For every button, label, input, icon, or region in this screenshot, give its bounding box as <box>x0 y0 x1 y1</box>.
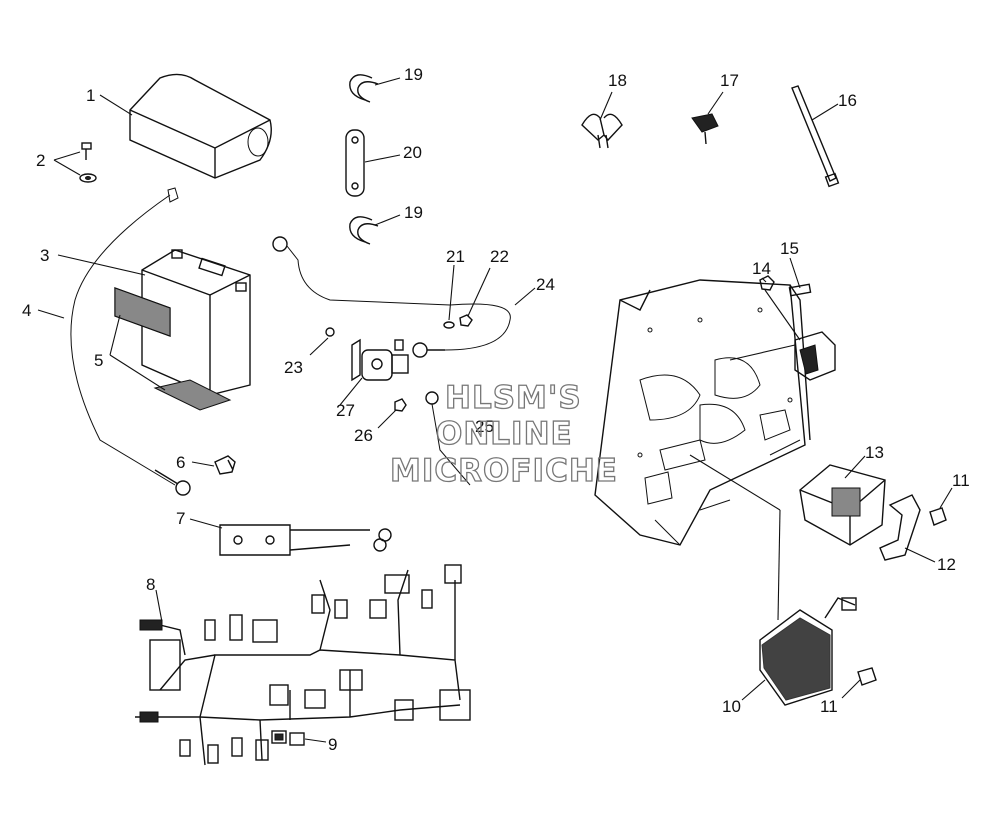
part-ground-cable <box>70 187 191 496</box>
callout-8: 8 <box>146 575 155 594</box>
part-screw-11a <box>929 507 947 526</box>
part-fastener-18 <box>581 113 623 149</box>
part-screw-23 <box>325 327 335 337</box>
callout-6: 6 <box>176 453 185 472</box>
callout-7: 7 <box>176 509 185 528</box>
part-wiring-harness <box>135 564 471 766</box>
callout-14: 14 <box>752 259 771 278</box>
callout-17: 17 <box>720 71 739 90</box>
leader-22 <box>467 267 491 317</box>
callout-12: 12 <box>937 555 956 574</box>
leader-23 <box>309 337 329 356</box>
leader-1 <box>99 94 133 116</box>
part-washer-21 <box>443 321 455 329</box>
callout-24: 24 <box>536 275 555 294</box>
callout-16: 16 <box>838 91 857 110</box>
part-battery-cable-set <box>219 524 392 556</box>
part-battery-labels <box>114 287 232 411</box>
leader-14 <box>761 277 767 283</box>
leader-17 <box>707 91 724 115</box>
part-relay <box>729 289 836 381</box>
leader-26 <box>377 409 397 429</box>
leader-20 <box>364 154 401 163</box>
leader-18 <box>599 91 613 121</box>
leader-21 <box>448 264 455 321</box>
leader-11b <box>841 679 861 699</box>
callout-19b: 19 <box>404 203 423 222</box>
part-nut-22 <box>459 314 473 327</box>
callout-3: 3 <box>40 246 49 265</box>
watermark-line-1: HLSM'S <box>445 380 582 416</box>
part-screw-11b <box>857 667 877 686</box>
part-cable-25 <box>425 391 471 486</box>
callout-10: 10 <box>722 697 741 716</box>
leader-3 <box>57 254 146 276</box>
part-cdi-box <box>799 464 886 546</box>
callout-11b: 11 <box>820 697 838 716</box>
part-fastener-17 <box>691 113 719 145</box>
watermark-line-3: MICROFICHE <box>390 453 618 489</box>
part-bracket-12 <box>879 494 921 561</box>
callout-22: 22 <box>490 247 509 266</box>
part-bolt-6 <box>214 455 236 475</box>
watermark-line-2: ONLINE <box>436 416 573 452</box>
leader-19b <box>374 214 401 226</box>
part-nut-14 <box>759 275 775 291</box>
leader-24 <box>514 287 536 306</box>
part-clip-19-top <box>349 74 379 103</box>
part-connector-9 <box>271 730 305 746</box>
callout-23: 23 <box>284 358 303 377</box>
callout-21: 21 <box>446 247 465 266</box>
callout-4: 4 <box>22 301 31 320</box>
leader-19a <box>374 77 401 86</box>
leader-12 <box>904 547 936 563</box>
part-voltage-regulator <box>759 597 857 706</box>
callout-20: 20 <box>403 143 422 162</box>
part-solenoid <box>351 338 409 382</box>
callout-26: 26 <box>354 426 373 445</box>
callout-2: 2 <box>36 151 45 170</box>
part-cable-tie <box>791 85 840 188</box>
part-screw-washer <box>79 142 97 183</box>
leader-5b <box>109 354 166 391</box>
callout-27: 27 <box>336 401 355 420</box>
callout-13: 13 <box>865 443 884 462</box>
leader-15 <box>789 257 801 289</box>
leader-11a <box>939 487 953 509</box>
part-nut-26 <box>394 398 407 412</box>
leader-16 <box>811 103 839 121</box>
callout-5: 5 <box>94 351 103 370</box>
part-mounting-plate <box>594 279 811 546</box>
watermark: HLSM'S ONLINE MICROFICHE <box>389 379 618 489</box>
leader-8 <box>155 589 163 623</box>
callout-25: 25 <box>475 417 494 436</box>
callout-1: 1 <box>86 86 95 105</box>
leader-2b <box>53 159 81 176</box>
part-clip-19-bottom <box>349 216 379 245</box>
callout-9: 9 <box>328 735 337 754</box>
part-battery-cover <box>129 73 272 179</box>
leader-5a <box>109 314 121 356</box>
leader-9 <box>304 738 327 743</box>
leader-2a <box>53 151 81 161</box>
part-link-20 <box>345 129 365 197</box>
part-battery <box>141 249 251 396</box>
leader-plate-10b <box>777 509 781 621</box>
leader-7 <box>189 518 223 529</box>
callout-15: 15 <box>780 239 799 258</box>
part-positive-cable <box>272 236 511 358</box>
leader-plate-10 <box>689 454 781 511</box>
callout-11a: 11 <box>952 471 970 490</box>
leader-27 <box>339 377 363 406</box>
leader-13 <box>844 455 866 479</box>
leader-6 <box>191 461 215 467</box>
leader-10 <box>741 679 766 701</box>
leader-4 <box>37 309 65 319</box>
callout-19a: 19 <box>404 65 423 84</box>
callout-18: 18 <box>608 71 627 90</box>
